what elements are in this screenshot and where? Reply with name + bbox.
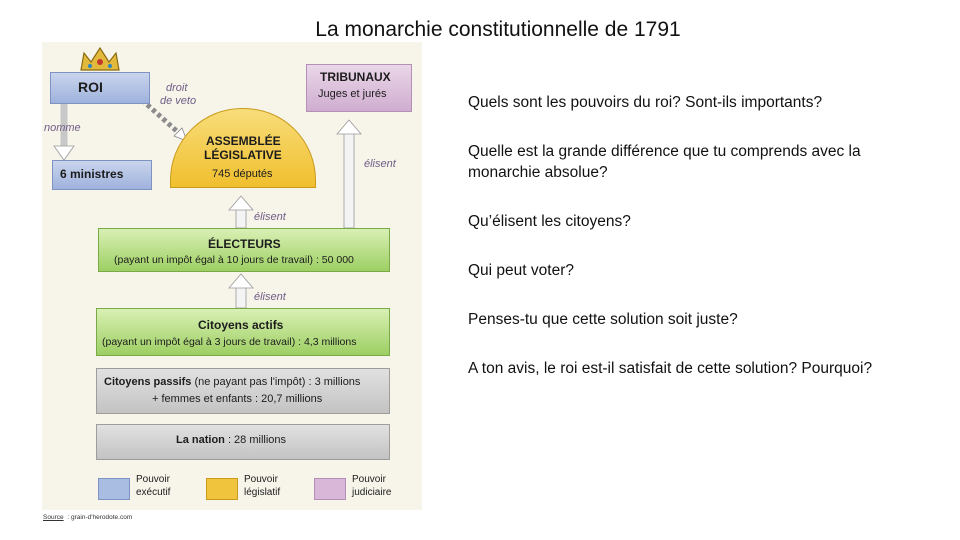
electeurs-detail: (payant un impôt égal à 10 jours de trav… — [114, 254, 354, 266]
assemblee-title-1: ASSEMBLÉE — [206, 134, 281, 148]
question-3: Qu’élisent les citoyens? — [468, 213, 631, 230]
assemblee-title-2: LÉGISLATIVE — [204, 148, 282, 162]
question-6: A ton avis, le roi est-il satisfait de c… — [468, 360, 873, 377]
citoyens-passifs-box — [96, 368, 390, 414]
veto-label-1: droit — [166, 82, 188, 94]
legend-judiciaire-1: Pouvoir — [352, 474, 386, 485]
citoyens-passifs-detail-2: + femmes et enfants : 20,7 millions — [152, 393, 323, 405]
slide-title: La monarchie constitutionnelle de 1791 — [315, 18, 681, 41]
citoyens-passifs-detail-1: (ne payant pas l'impôt) : 3 millions — [191, 376, 361, 388]
juges-label: Juges et jurés — [318, 88, 387, 100]
roi-label: ROI — [78, 79, 103, 95]
legend-executif-2: exécutif — [136, 487, 171, 498]
crown-icon — [80, 46, 120, 71]
questions-list: Quels sont les pouvoirs du roi? Sont-ils… — [468, 92, 908, 407]
legend-legislatif-1: Pouvoir — [244, 474, 278, 485]
nomme-label: nomme — [44, 122, 81, 134]
deputes-label: 745 députés — [212, 168, 273, 180]
citoyens-passifs-line-1: Citoyens passifs (ne payant pas l'impôt)… — [104, 376, 360, 388]
roi-box — [50, 72, 150, 104]
ministres-label: 6 ministres — [60, 167, 124, 181]
electeurs-title: ÉLECTEURS — [208, 237, 281, 251]
citoyens-actifs-box — [96, 308, 390, 356]
citoyens-passifs-title: Citoyens passifs — [104, 376, 192, 388]
source-label: Source — [43, 514, 64, 521]
constitution-diagram: ROI droit de veto nomme 6 ministres TRIB… — [42, 42, 422, 510]
question-1: Quels sont les pouvoirs du roi? Sont-ils… — [468, 94, 823, 111]
ministres-box — [52, 160, 152, 190]
legend-judiciaire-2: judiciaire — [352, 487, 392, 498]
question-4: Qui peut voter? — [468, 262, 574, 279]
legend-swatch-legislatif — [206, 478, 238, 500]
source-credit: Source : grain-d'herodote.com — [43, 514, 132, 521]
tribunaux-box — [306, 64, 412, 112]
electeurs-box — [98, 228, 390, 272]
nation-box — [96, 424, 390, 460]
citoyens-actifs-detail: (payant un impôt égal à 3 jours de trava… — [102, 336, 357, 348]
elisent-label-1: élisent — [254, 211, 286, 223]
legend-executif-1: Pouvoir — [136, 474, 170, 485]
tribunaux-label: TRIBUNAUX — [320, 70, 391, 84]
legend-swatch-executif — [98, 478, 130, 500]
nation-detail: : 28 millions — [224, 434, 287, 446]
question-2: Quelle est la grande différence que tu c… — [468, 143, 861, 181]
veto-label-2: de veto — [160, 95, 197, 107]
nation-title: La nation — [176, 434, 225, 446]
legend-legislatif-2: législatif — [244, 487, 281, 498]
question-5: Penses-tu que cette solution soit juste? — [468, 311, 738, 328]
elisent-label-2: élisent — [254, 291, 286, 303]
nation-line: La nation : 28 millions — [176, 434, 286, 446]
legend-swatch-judiciaire — [314, 478, 346, 500]
source-text: : grain-d'herodote.com — [65, 514, 133, 521]
citoyens-actifs-title: Citoyens actifs — [198, 318, 284, 332]
diagram-arrows — [53, 98, 362, 309]
veto-arrow — [140, 98, 182, 136]
elisent-right-label: élisent — [364, 158, 396, 170]
